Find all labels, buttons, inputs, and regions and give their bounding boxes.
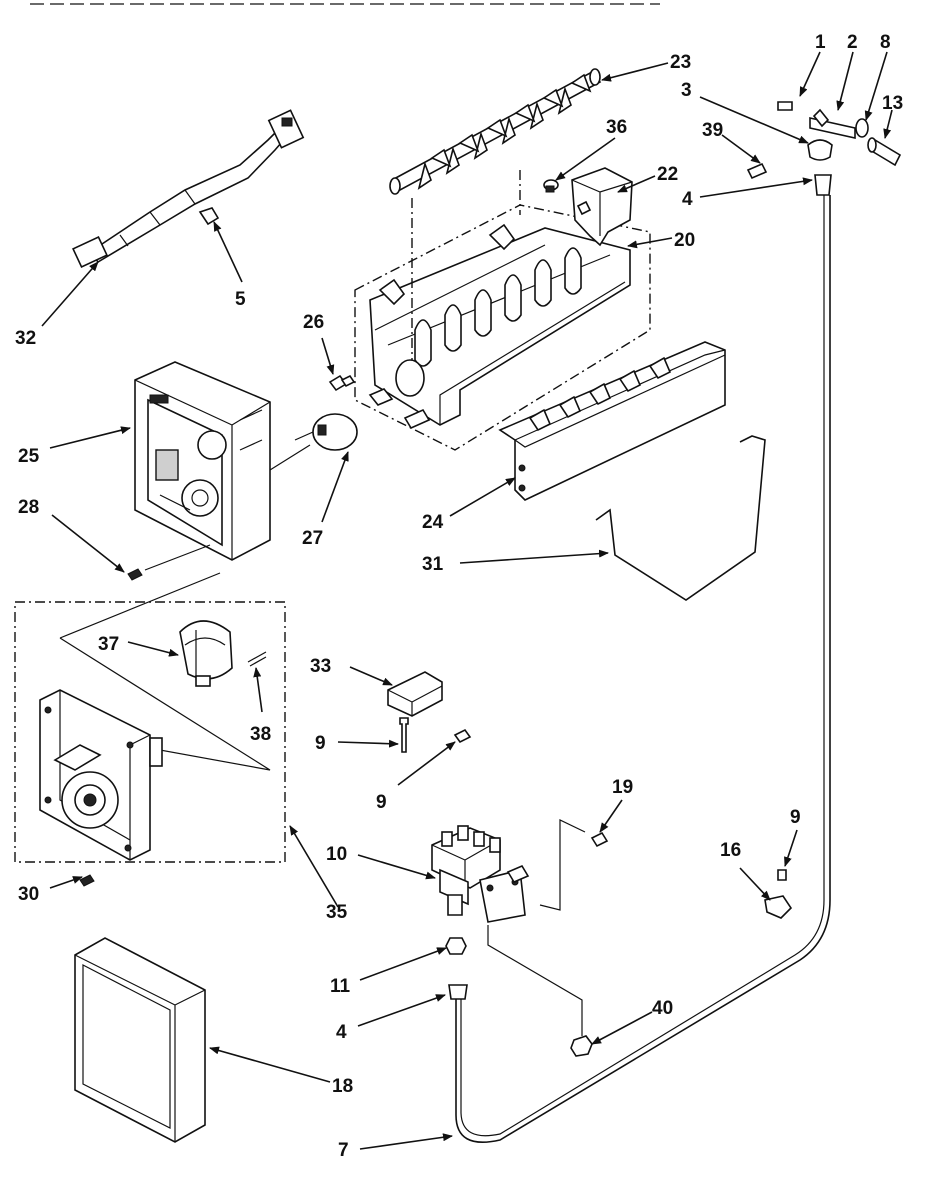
bracket-33-part	[387, 671, 443, 717]
label-part-11: 11	[330, 976, 351, 997]
label-part-1: 1	[815, 32, 826, 53]
label-part-4-upper: 4	[682, 189, 693, 210]
label-part-33: 33	[310, 656, 331, 677]
bracket-22-part	[571, 167, 633, 247]
label-part-20: 20	[674, 230, 695, 251]
ejector-part	[389, 68, 602, 195]
link-line-19	[539, 819, 586, 911]
wire-harness-part	[72, 109, 305, 269]
shut-off-arm-part	[595, 435, 766, 601]
label-part-37: 37	[98, 634, 119, 655]
housing-25-part	[134, 361, 271, 561]
label-part-39: 39	[702, 120, 723, 141]
thermostat-27-part	[294, 413, 358, 451]
label-part-4-lower: 4	[336, 1022, 347, 1043]
label-part-31: 31	[422, 554, 444, 575]
screw-36-part	[543, 179, 559, 193]
label-part-27: 27	[302, 528, 323, 549]
label-part-19: 19	[612, 777, 633, 798]
label-part-13: 13	[882, 93, 903, 114]
label-part-28: 28	[18, 497, 39, 518]
screw-38-part	[247, 651, 267, 667]
screw-9a-part	[399, 717, 409, 753]
leader-lines	[41, 51, 893, 1150]
clip-16-part	[764, 895, 793, 919]
water-tube-7-part	[455, 195, 831, 1144]
label-part-16: 16	[720, 840, 741, 861]
water-valve-10-part	[431, 825, 530, 923]
label-part-38: 38	[250, 724, 271, 745]
label-part-9-right: 9	[790, 807, 801, 828]
label-part-5: 5	[235, 289, 246, 310]
label-part-9-upper: 9	[315, 733, 326, 754]
screw-9b-part	[453, 728, 472, 744]
label-part-26: 26	[303, 312, 324, 333]
label-part-32: 32	[15, 328, 36, 349]
box-18-part	[74, 937, 206, 1143]
screw-19-part	[590, 831, 609, 848]
screw-30-part	[79, 874, 95, 887]
label-part-35: 35	[326, 902, 348, 923]
link-line-27	[269, 444, 311, 471]
label-part-30: 30	[18, 884, 39, 905]
label-part-40: 40	[652, 998, 673, 1019]
fitting-4-lower-part	[448, 984, 468, 1000]
cover-24-part	[498, 341, 726, 501]
fill-fittings-part	[746, 101, 902, 196]
label-part-18: 18	[332, 1076, 353, 1097]
motor-37-part	[179, 620, 233, 687]
label-part-22: 22	[657, 164, 678, 185]
label-part-25: 25	[18, 446, 40, 467]
label-part-10: 10	[326, 844, 347, 865]
label-part-8: 8	[880, 32, 891, 53]
screw-9c-part	[777, 869, 787, 881]
label-part-23: 23	[670, 52, 691, 73]
label-part-9-middle: 9	[376, 792, 387, 813]
screw-28-part	[127, 568, 143, 581]
link-line-40	[487, 925, 583, 1036]
water-tube-inner	[460, 195, 825, 1137]
label-part-36: 36	[606, 117, 627, 138]
motor-assembly-35-part	[14, 601, 286, 863]
label-part-3: 3	[681, 80, 692, 101]
nut-40-part	[570, 1035, 593, 1057]
label-part-2: 2	[847, 32, 858, 53]
label-part-24: 24	[422, 512, 444, 533]
nut-11-part	[445, 937, 467, 955]
link-line-25	[59, 544, 221, 639]
fastener-26-part	[328, 374, 356, 392]
mold-part	[354, 170, 651, 451]
label-part-7: 7	[338, 1140, 349, 1161]
